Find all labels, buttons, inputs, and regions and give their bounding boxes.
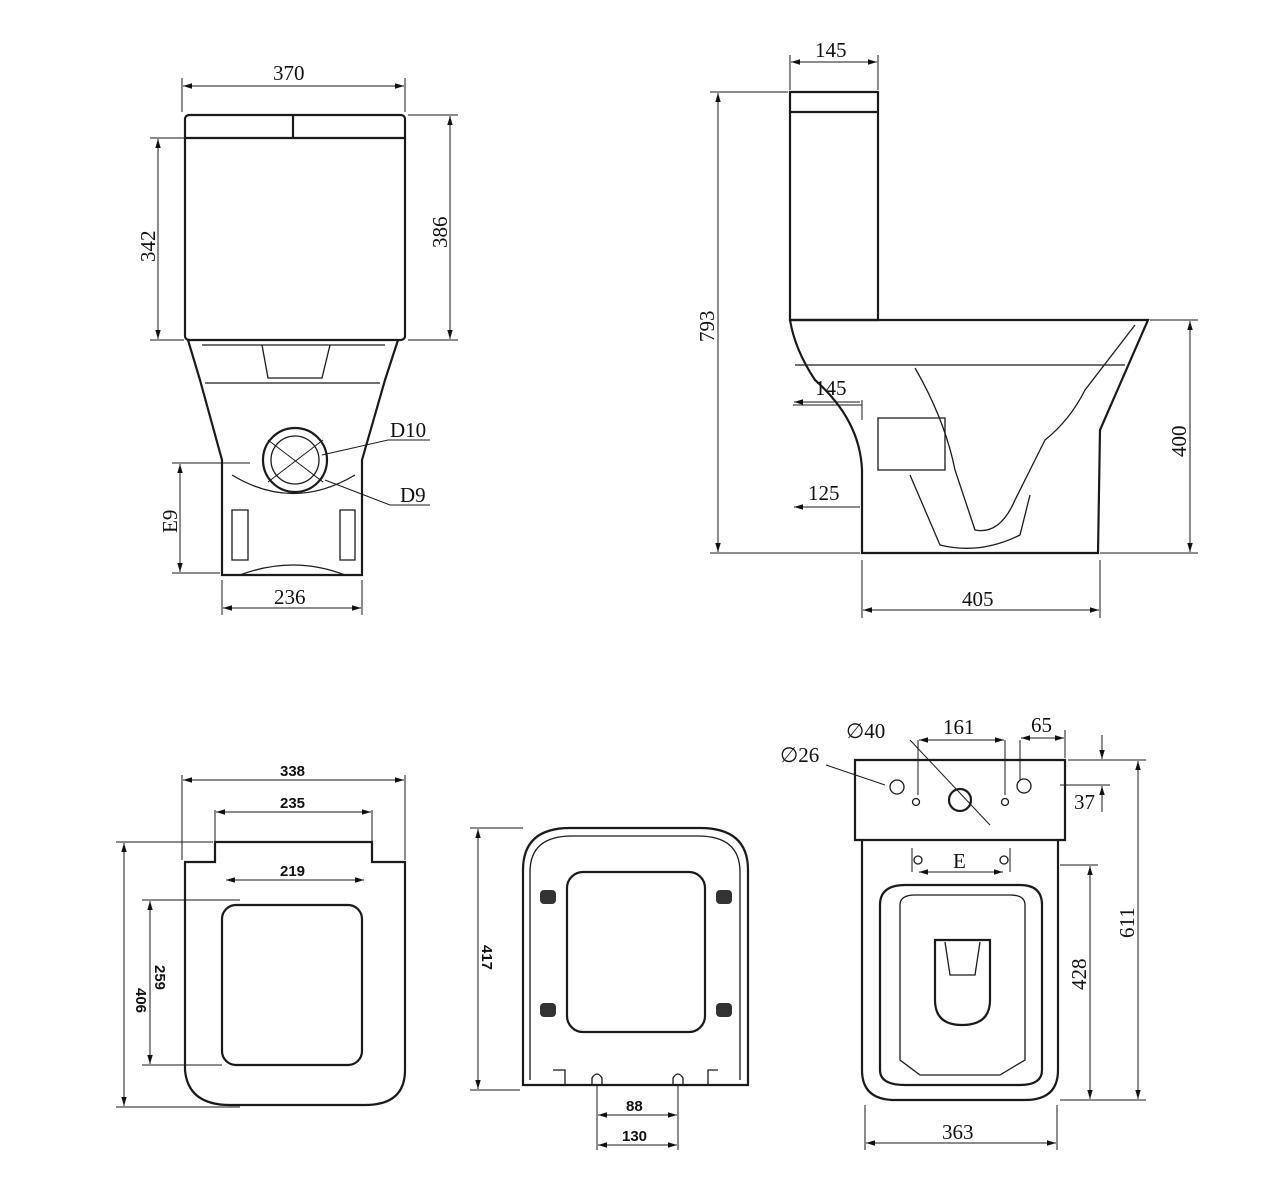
dim-bowl-depth: 428	[1067, 959, 1091, 991]
front-view: 370 342 386 D10 D9 E9 236	[136, 61, 458, 615]
dim-side-offset: 65	[1031, 713, 1052, 737]
dim-fixing-spacing: E	[953, 849, 966, 873]
dim-base-depth: 405	[962, 587, 994, 611]
dim-rim-height: 400	[1167, 426, 1191, 458]
dim-hinge-inner: 88	[626, 1098, 643, 1115]
dim-hole-small: ∅26	[780, 743, 819, 767]
dim-tank-depth: 145	[815, 38, 847, 62]
dim-inlet-outer: D10	[390, 418, 426, 442]
seat-underside-view: 417 88 130	[470, 826, 750, 1150]
dim-hole-large: ∅40	[846, 719, 885, 743]
side-view: 145 793 400 145 125 405	[695, 38, 1198, 618]
dim-offset-lower: 125	[808, 481, 840, 505]
seat-view: 338 235 219 406 259	[116, 763, 407, 1108]
dim-hinge-outer: 130	[622, 1128, 647, 1145]
dim-inlet-height: E9	[158, 510, 182, 533]
dim-edge-offset: 37	[1074, 790, 1095, 814]
dim-width: 363	[942, 1120, 974, 1144]
dim-seat-length: 406	[132, 988, 149, 1013]
dim-base-width: 236	[274, 585, 306, 609]
dim-tank-height-lid: 386	[428, 217, 452, 249]
dim-tank-height: 342	[136, 231, 160, 263]
dim-inner-width: 219	[280, 863, 305, 880]
dim-inner-length: 259	[151, 965, 168, 990]
top-view: ∅40 ∅26 161 65 37 E 611 428 363	[780, 713, 1146, 1150]
dim-offset-upper: 145	[815, 376, 847, 400]
dim-total-depth: 611	[1115, 907, 1139, 938]
dim-total-height: 793	[695, 311, 719, 343]
dim-seat-underside-length: 417	[478, 945, 495, 970]
dim-seat-width: 338	[280, 763, 305, 780]
dim-hole-spacing: 161	[943, 715, 975, 739]
dim-inlet-inner: D9	[400, 483, 426, 507]
dim-hinge-span: 235	[280, 795, 305, 812]
dim-width-total: 370	[273, 61, 305, 85]
